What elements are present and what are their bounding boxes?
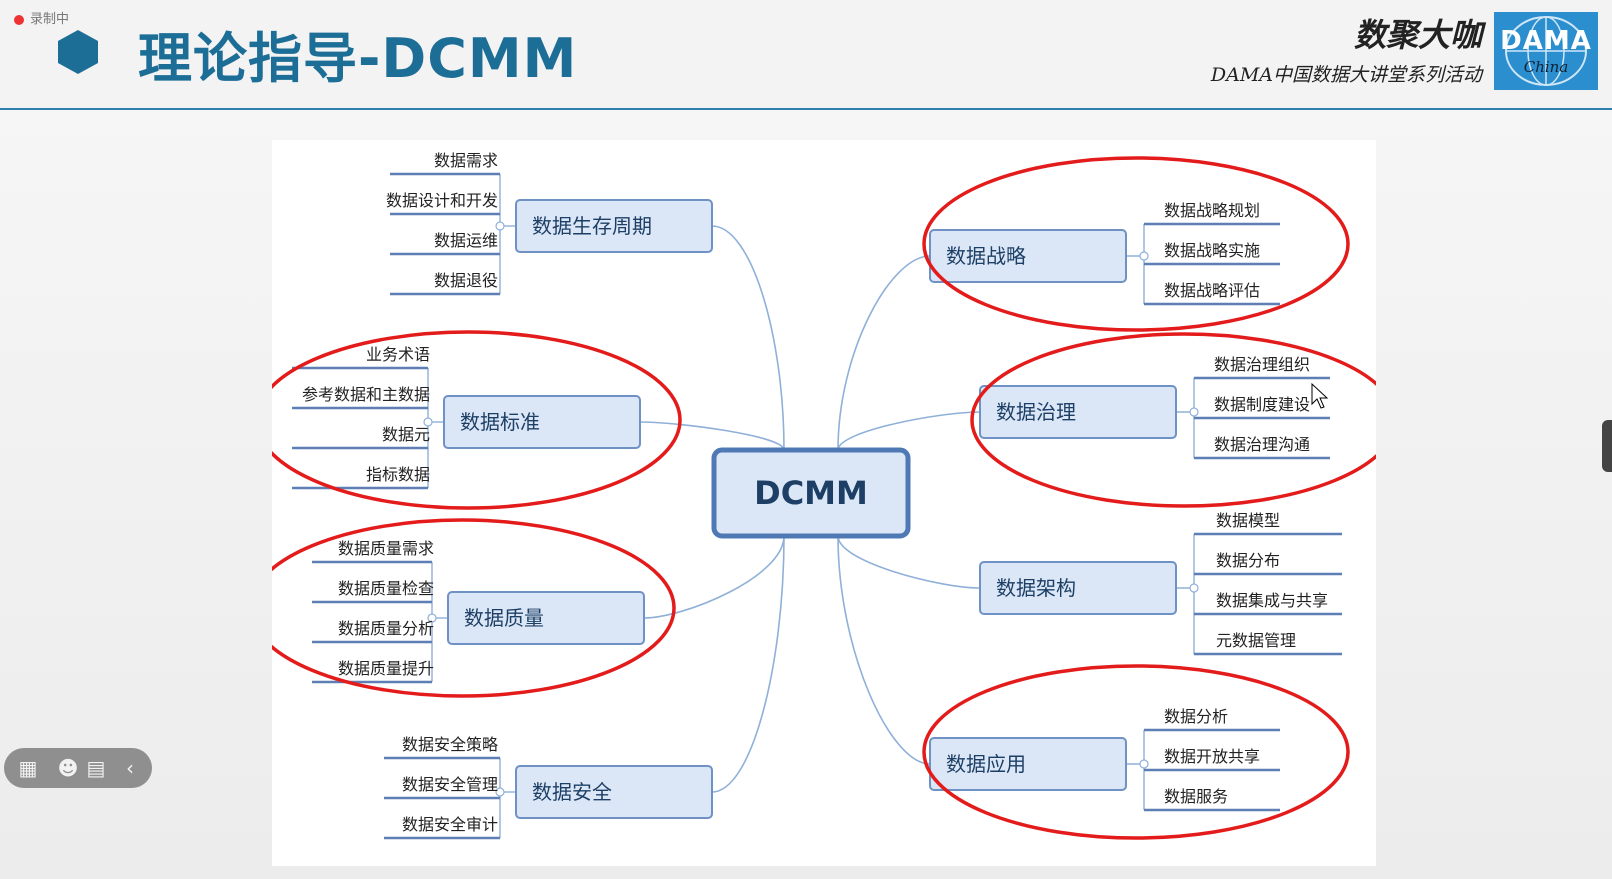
collapse-handle xyxy=(1189,407,1199,417)
branch-node xyxy=(979,385,1177,439)
leaf-label: 数据集成与共享 xyxy=(1216,591,1328,610)
branch-node xyxy=(929,229,1127,283)
leaf-label: 数据质量提升 xyxy=(338,659,434,678)
logo-word: DAMA xyxy=(1500,26,1592,56)
branch-connector xyxy=(643,535,785,619)
leaf-label: 数据质量分析 xyxy=(338,619,434,638)
dama-logo: DAMA China xyxy=(1494,12,1598,90)
collapse-handle xyxy=(495,221,505,231)
leaf-label: 数据安全策略 xyxy=(402,735,498,754)
leaf-label: 数据模型 xyxy=(1216,511,1280,530)
branch-connector xyxy=(711,535,785,793)
leaf-label: 参考数据和主数据 xyxy=(302,385,430,404)
brand-name: 数聚大咖 xyxy=(1353,16,1482,54)
leaf-label: 数据元 xyxy=(382,425,430,444)
leaf-label: 数据分析 xyxy=(1164,707,1228,726)
branch-label: 数据生存周期 xyxy=(532,214,652,238)
branch-connector xyxy=(837,255,931,451)
branch-node xyxy=(443,395,641,449)
leaf-label: 数据分布 xyxy=(1216,551,1280,570)
branch-label: 数据战略 xyxy=(946,244,1026,268)
leaf-label: 数据战略实施 xyxy=(1164,241,1260,260)
highlight-ellipse xyxy=(922,664,1350,840)
grid-icon[interactable]: ▦ xyxy=(18,756,38,780)
leaf-label: 数据治理沟通 xyxy=(1214,435,1310,454)
chat-icon[interactable]: ▤ xyxy=(86,756,106,780)
logo-sub: China xyxy=(1523,58,1569,76)
branch-connector xyxy=(837,411,981,451)
root-node xyxy=(711,447,911,539)
leaf-label: 元数据管理 xyxy=(1216,631,1296,650)
collapse-handle xyxy=(423,417,433,427)
leaf-label: 数据治理组织 xyxy=(1214,355,1310,374)
mouse-cursor-icon xyxy=(1311,382,1329,409)
leaf-label: 数据服务 xyxy=(1164,787,1228,806)
collapse-handle xyxy=(1189,583,1199,593)
branch-connector xyxy=(639,421,785,451)
branch-label: 数据安全 xyxy=(532,780,612,804)
recording-indicator: 录制中 xyxy=(14,8,69,27)
globe-icon xyxy=(1505,16,1587,86)
leaf-label: 数据质量检查 xyxy=(338,579,434,598)
side-panel-handle[interactable] xyxy=(1602,420,1612,472)
branch-label: 数据治理 xyxy=(996,400,1076,424)
highlight-ellipse xyxy=(970,332,1376,508)
leaf-label: 数据运维 xyxy=(434,231,498,250)
page-title: 理论指导-DCMM xyxy=(138,27,578,90)
collapse-handle xyxy=(495,787,505,797)
leaf-label: 数据开放共享 xyxy=(1164,747,1260,766)
branch-node xyxy=(929,737,1127,791)
leaf-label: 业务术语 xyxy=(366,345,430,364)
record-icon xyxy=(14,14,24,25)
root-label: DCMM xyxy=(754,474,868,512)
branch-label: 数据质量 xyxy=(464,606,544,630)
collapse-handle xyxy=(427,613,437,623)
branch-label: 数据架构 xyxy=(996,576,1076,600)
mindmap-diagram: 数据需求数据设计和开发数据运维数据退役 数据生存周期业务术语参考数据和主数据数据元… xyxy=(272,140,1376,866)
leaf-label: 数据质量需求 xyxy=(338,539,434,558)
branch-node xyxy=(515,765,713,819)
leaf-label: 数据战略规划 xyxy=(1164,201,1260,220)
leaf-label: 数据安全审计 xyxy=(402,815,498,834)
leaf-label: 指标数据 xyxy=(366,465,430,484)
leaf-label: 数据需求 xyxy=(434,151,498,170)
hexagon-icon xyxy=(58,30,98,74)
emoji-icon[interactable]: ☻ xyxy=(57,756,79,780)
branch-node xyxy=(447,591,645,645)
branch-connector xyxy=(837,535,931,765)
leaf-label: 数据安全管理 xyxy=(402,775,498,794)
branch-node xyxy=(979,561,1177,615)
leaf-label: 数据战略评估 xyxy=(1164,281,1260,300)
floating-toolbar[interactable]: ▦ ☻ ▤ ‹ xyxy=(4,748,152,788)
branch-connector xyxy=(837,535,981,589)
branch-node xyxy=(515,199,713,253)
leaf-label: 数据制度建设 xyxy=(1214,395,1310,414)
collapse-handle xyxy=(1139,759,1149,769)
brand-subtitle: DAMA中国数据大讲堂系列活动 xyxy=(1210,64,1482,86)
branch-connector xyxy=(711,225,785,451)
recording-label: 录制中 xyxy=(30,12,70,27)
chevron-left-icon[interactable]: ‹ xyxy=(126,756,134,780)
highlight-ellipse xyxy=(922,156,1350,332)
branch-label: 数据应用 xyxy=(946,752,1026,776)
leaf-label: 数据设计和开发 xyxy=(386,191,498,210)
leaf-label: 数据退役 xyxy=(434,271,498,290)
collapse-handle xyxy=(1139,251,1149,261)
branch-label: 数据标准 xyxy=(460,410,540,434)
header-bar: 录制中 理论指导-DCMM 数聚大咖 DAMA中国数据大讲堂系列活动 DAMA … xyxy=(0,0,1612,110)
highlight-ellipse xyxy=(272,518,676,698)
highlight-ellipse xyxy=(272,330,682,510)
